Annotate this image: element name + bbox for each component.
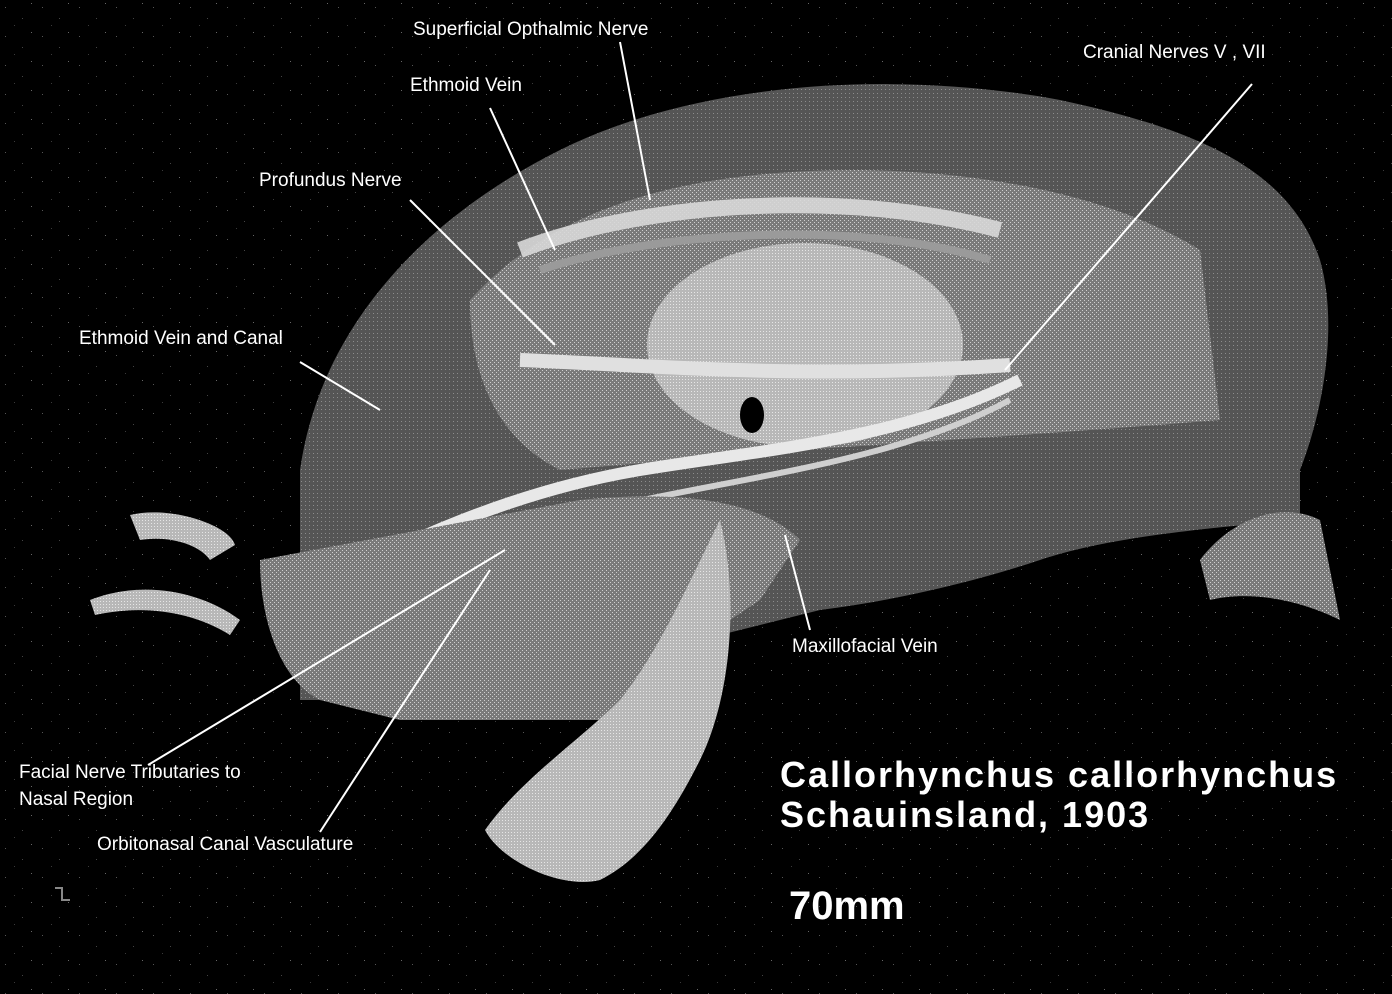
specimen-species: Callorhynchus callorhynchus — [780, 755, 1338, 795]
label-cranial-nerves: Cranial Nerves V , VII — [1083, 42, 1266, 64]
specimen-size: 70mm — [789, 884, 905, 928]
orbit-foramen — [740, 397, 764, 433]
specimen-author: Schauinsland, 1903 — [780, 795, 1150, 835]
label-superficial-opthalmic-nerve: Superficial Opthalmic Nerve — [413, 19, 648, 41]
label-ethmoid-vein: Ethmoid Vein — [410, 75, 522, 97]
label-facial-nerve-tributaries-line1: Facial Nerve Tributaries to — [19, 762, 241, 784]
label-maxillofacial-vein: Maxillofacial Vein — [792, 636, 938, 658]
label-profundus-nerve: Profundus Nerve — [259, 170, 402, 192]
label-facial-nerve-tributaries-line2: Nasal Region — [19, 789, 133, 811]
label-ethmoid-vein-and-canal: Ethmoid Vein and Canal — [79, 328, 283, 350]
label-orbitonasal-canal-vasculature: Orbitonasal Canal Vasculature — [97, 834, 353, 856]
